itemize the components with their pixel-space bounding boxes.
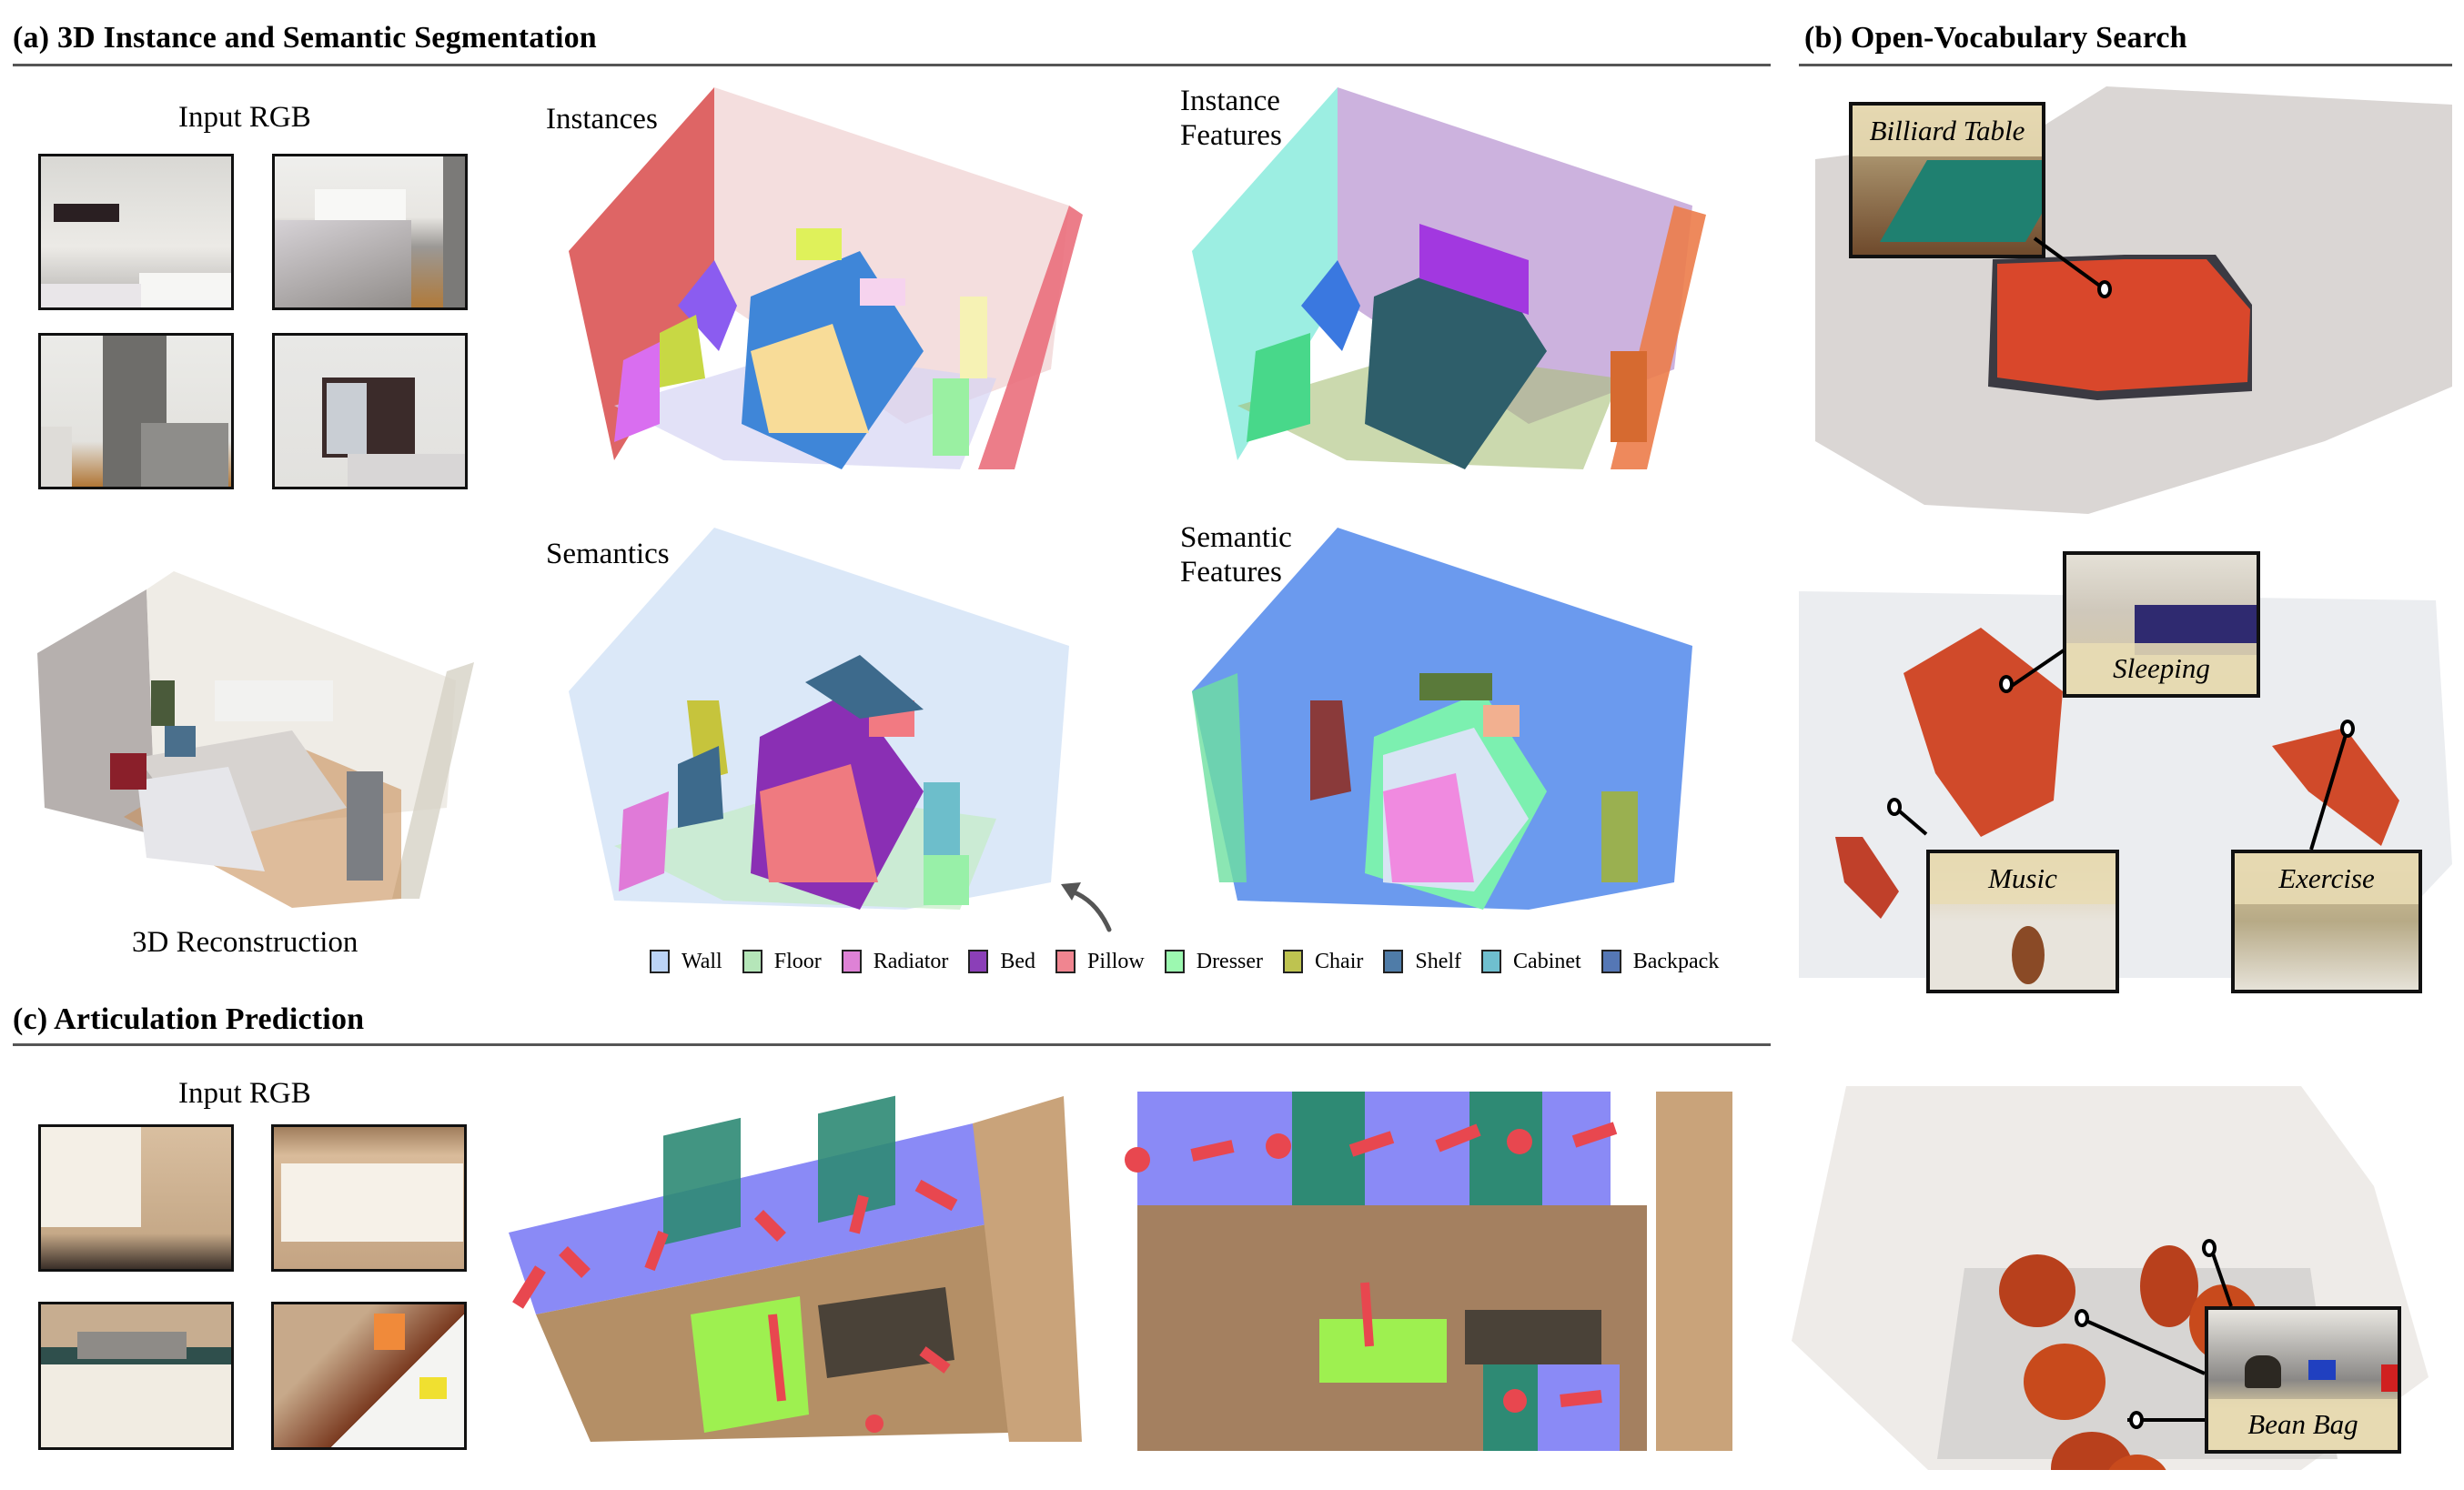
- input-photo-bedroom-3: [38, 333, 234, 489]
- legend-label: Bed: [1000, 950, 1036, 973]
- sleeping-caption: Sleeping: [2066, 643, 2257, 694]
- semantic-features-label: Semantic Features: [1180, 520, 1292, 589]
- music-marker: [1887, 798, 1902, 816]
- instance-features-label-line2: Features: [1180, 119, 1282, 152]
- semantics-point-cloud: [560, 518, 1119, 910]
- input-photo-bedroom-1: [38, 154, 234, 310]
- billiard-table-marker: [2097, 280, 2112, 298]
- instances-point-cloud: [560, 78, 1119, 469]
- exercise-inset: Exercise: [2231, 850, 2422, 993]
- section-b-divider: [1799, 64, 2452, 66]
- section-a-title: (a) 3D Instance and Semantic Segmentatio…: [13, 21, 597, 55]
- legend-item-floor: Floor: [742, 949, 822, 974]
- legend-label: Radiator: [873, 950, 949, 973]
- input-photo-laundry-1: [38, 1124, 234, 1272]
- section-a-divider: [13, 64, 1771, 66]
- articulation-point-cloud-2: [1119, 1092, 1732, 1451]
- semantics-label: Semantics: [546, 538, 670, 570]
- legend-label: Dresser: [1196, 950, 1264, 973]
- input-photo-bedroom-2: [272, 154, 468, 310]
- sleeping-inset: Sleeping: [2063, 551, 2260, 698]
- legend-label: Pillow: [1087, 950, 1145, 973]
- bean-bag-caption: Bean Bag: [2208, 1399, 2398, 1450]
- legend-item-bed: Bed: [968, 949, 1035, 974]
- articulation-input-rgb-label: Input RGB: [178, 1077, 311, 1110]
- section-c-divider: [13, 1043, 1771, 1046]
- legend-swatch: [650, 950, 670, 973]
- legend-swatch: [1283, 950, 1304, 973]
- legend-item-backpack: Backpack: [1601, 949, 1720, 974]
- sleeping-marker: [1999, 675, 2014, 693]
- legend-swatch: [1055, 950, 1076, 973]
- instance-features-point-cloud: [1183, 78, 1745, 469]
- billiard-table-caption: Billiard Table: [1853, 106, 2042, 156]
- section-b-title: (b) Open-Vocabulary Search: [1804, 21, 2187, 55]
- legend-label: Chair: [1315, 950, 1364, 973]
- articulation-point-cloud-1: [500, 1087, 1132, 1451]
- reconstruction-label: 3D Reconstruction: [132, 926, 358, 959]
- legend-swatch: [968, 950, 989, 973]
- instance-features-label-line1: Instance: [1180, 85, 1280, 117]
- instance-features-label: Instance Features: [1180, 84, 1282, 153]
- bean-bag-inset: Bean Bag: [2205, 1306, 2401, 1454]
- legend-swatch: [1383, 950, 1404, 973]
- legend-item-shelf: Shelf: [1383, 949, 1461, 974]
- semantic-features-point-cloud: [1183, 518, 1745, 910]
- legend-label: Cabinet: [1513, 950, 1581, 973]
- input-photo-bedroom-4: [272, 333, 468, 489]
- legend-item-dresser: Dresser: [1164, 949, 1264, 974]
- semantic-features-label-line2: Features: [1180, 556, 1282, 589]
- music-inset: Music: [1926, 850, 2119, 993]
- reconstruction-point-cloud: [19, 535, 507, 908]
- legend-item-pillow: Pillow: [1055, 949, 1145, 974]
- legend-swatch: [1601, 950, 1621, 973]
- legend-item-wall: Wall: [650, 949, 722, 974]
- exercise-caption: Exercise: [2235, 853, 2419, 904]
- legend-swatch: [1481, 950, 1502, 973]
- legend-item-cabinet: Cabinet: [1481, 949, 1581, 974]
- legend-item-radiator: Radiator: [841, 949, 949, 974]
- billiard-table-inset: Billiard Table: [1849, 102, 2045, 258]
- bean-bag-marker-1: [2075, 1309, 2089, 1327]
- bean-bag-marker-3: [2129, 1411, 2144, 1429]
- input-photo-laundry-3: [38, 1302, 234, 1450]
- legend-label: Backpack: [1632, 950, 1720, 973]
- legend-swatch: [841, 950, 862, 973]
- legend-swatch: [742, 950, 762, 973]
- legend-label: Wall: [682, 950, 722, 973]
- section-c-title: (c) Articulation Prediction: [13, 1002, 365, 1036]
- legend-item-chair: Chair: [1283, 949, 1363, 974]
- legend-swatch: [1164, 950, 1185, 973]
- legend-label: Floor: [773, 950, 822, 973]
- exercise-marker: [2340, 720, 2355, 738]
- input-photo-laundry-2: [271, 1124, 467, 1272]
- semantic-features-label-line1: Semantic: [1180, 521, 1292, 554]
- music-caption: Music: [1930, 853, 2116, 904]
- instances-label: Instances: [546, 103, 658, 136]
- semantic-legend: Wall Floor Radiator Bed Pillow Dresser C…: [650, 949, 1739, 974]
- bean-bag-marker-2: [2202, 1239, 2217, 1257]
- input-photo-laundry-4: [271, 1302, 467, 1450]
- input-rgb-label: Input RGB: [178, 101, 311, 134]
- legend-label: Shelf: [1415, 950, 1462, 973]
